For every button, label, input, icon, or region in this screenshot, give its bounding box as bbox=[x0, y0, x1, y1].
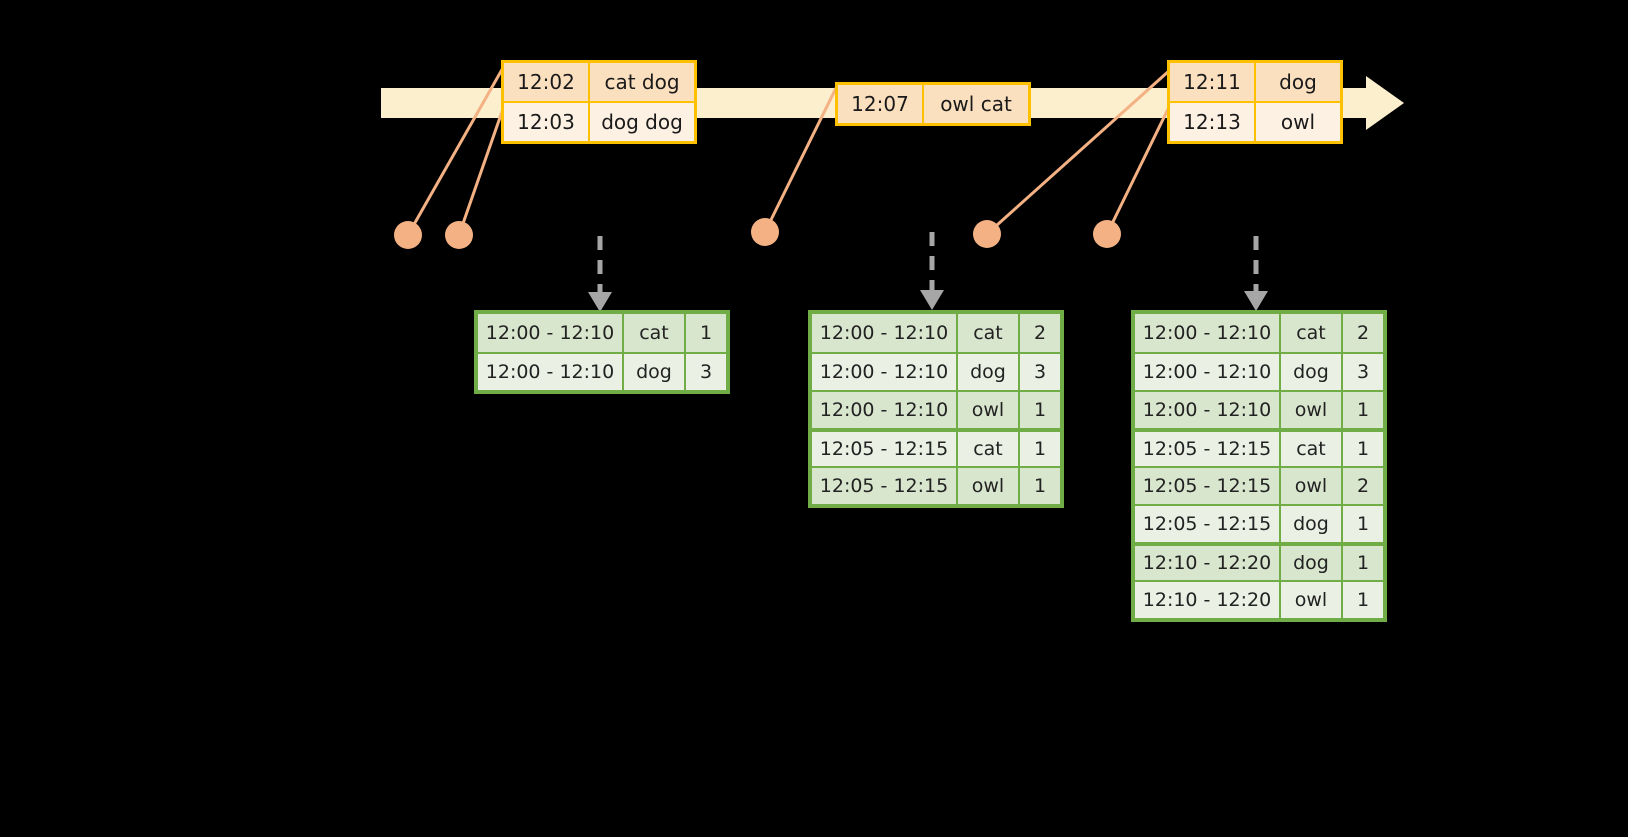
dashed-arrow-3 bbox=[1244, 236, 1268, 311]
cell-count: 1 bbox=[1020, 468, 1060, 504]
cell-word: dog bbox=[624, 354, 686, 390]
connector-line-1 bbox=[406, 65, 506, 236]
cell-word: owl bbox=[1281, 392, 1343, 428]
event-dot-1213 bbox=[1093, 220, 1121, 248]
table-row[interactable]: 12:00 - 12:10 dog 3 bbox=[478, 352, 726, 390]
cell-count: 1 bbox=[1343, 546, 1383, 580]
event-words: owl bbox=[1256, 103, 1340, 141]
event-words: dog bbox=[1256, 63, 1340, 101]
cell-count: 1 bbox=[1343, 392, 1383, 428]
cell-word: dog bbox=[1281, 506, 1343, 542]
cell-word: owl bbox=[1281, 468, 1343, 504]
table-row[interactable]: 12:05 - 12:15 cat 1 bbox=[1135, 428, 1383, 466]
cell-window: 12:00 - 12:10 bbox=[1135, 314, 1281, 352]
event-time: 12:07 bbox=[838, 85, 924, 123]
timeline-event-row[interactable]: 12:03 dog dog bbox=[504, 101, 694, 141]
table-row[interactable]: 12:10 - 12:20 owl 1 bbox=[1135, 580, 1383, 618]
cell-window: 12:05 - 12:15 bbox=[1135, 506, 1281, 542]
timeline-event-row[interactable]: 12:11 dog bbox=[1170, 63, 1340, 101]
cell-window: 12:10 - 12:20 bbox=[1135, 582, 1281, 618]
cell-word: cat bbox=[958, 314, 1020, 352]
cell-word: cat bbox=[1281, 432, 1343, 466]
cell-count: 3 bbox=[1343, 354, 1383, 390]
table-row[interactable]: 12:00 - 12:10 cat 2 bbox=[812, 314, 1060, 352]
event-time: 12:11 bbox=[1170, 63, 1256, 101]
connector-line-2 bbox=[457, 105, 506, 236]
cell-window: 12:00 - 12:10 bbox=[812, 392, 958, 428]
cell-window: 12:00 - 12:10 bbox=[1135, 392, 1281, 428]
cell-count: 1 bbox=[1020, 432, 1060, 466]
cell-window: 12:10 - 12:20 bbox=[1135, 546, 1281, 580]
cell-count: 1 bbox=[1343, 582, 1383, 618]
table-row[interactable]: 12:05 - 12:15 owl 2 bbox=[1135, 466, 1383, 504]
table-row[interactable]: 12:00 - 12:10 owl 1 bbox=[1135, 390, 1383, 428]
event-dot-1202 bbox=[394, 221, 422, 249]
connector-line-3 bbox=[763, 83, 840, 233]
connector-line-5 bbox=[1105, 104, 1172, 235]
event-words: owl cat bbox=[924, 85, 1028, 123]
cell-window: 12:05 - 12:15 bbox=[1135, 432, 1281, 466]
cell-window: 12:05 - 12:15 bbox=[812, 468, 958, 504]
table-row[interactable]: 12:10 - 12:20 dog 1 bbox=[1135, 542, 1383, 580]
timeline-event-row[interactable]: 12:13 owl bbox=[1170, 101, 1340, 141]
cell-word: owl bbox=[958, 392, 1020, 428]
cell-word: owl bbox=[958, 468, 1020, 504]
timeline-arrowhead bbox=[1366, 76, 1404, 130]
table-row[interactable]: 12:05 - 12:15 owl 1 bbox=[812, 466, 1060, 504]
result-table-2[interactable]: 12:00 - 12:10 cat 2 12:00 - 12:10 dog 3 … bbox=[808, 310, 1064, 508]
event-dot-1203 bbox=[445, 221, 473, 249]
table-row[interactable]: 12:00 - 12:10 cat 2 bbox=[1135, 314, 1383, 352]
cell-count: 1 bbox=[1020, 392, 1060, 428]
cell-count: 1 bbox=[1343, 432, 1383, 466]
event-time: 12:02 bbox=[504, 63, 590, 101]
cell-window: 12:00 - 12:10 bbox=[1135, 354, 1281, 390]
event-time: 12:03 bbox=[504, 103, 590, 141]
table-row[interactable]: 12:00 - 12:10 dog 3 bbox=[1135, 352, 1383, 390]
timeline-event-group-3[interactable]: 12:11 dog 12:13 owl bbox=[1167, 60, 1343, 144]
cell-word: dog bbox=[958, 354, 1020, 390]
table-row[interactable]: 12:05 - 12:15 dog 1 bbox=[1135, 504, 1383, 542]
event-words: cat dog bbox=[590, 63, 694, 101]
cell-window: 12:05 - 12:15 bbox=[1135, 468, 1281, 504]
dashed-arrow-1 bbox=[588, 236, 612, 312]
cell-count: 3 bbox=[686, 354, 726, 390]
cell-window: 12:00 - 12:10 bbox=[812, 314, 958, 352]
result-table-3[interactable]: 12:00 - 12:10 cat 2 12:00 - 12:10 dog 3 … bbox=[1131, 310, 1387, 622]
timeline-event-row[interactable]: 12:07 owl cat bbox=[838, 85, 1028, 123]
result-table-1[interactable]: 12:00 - 12:10 cat 1 12:00 - 12:10 dog 3 bbox=[474, 310, 730, 394]
cell-count: 1 bbox=[686, 314, 726, 352]
dashed-arrow-2 bbox=[920, 232, 944, 310]
table-row[interactable]: 12:00 - 12:10 cat 1 bbox=[478, 314, 726, 352]
cell-word: cat bbox=[1281, 314, 1343, 352]
cell-window: 12:00 - 12:10 bbox=[812, 354, 958, 390]
cell-window: 12:00 - 12:10 bbox=[478, 314, 624, 352]
event-time: 12:13 bbox=[1170, 103, 1256, 141]
event-words: dog dog bbox=[590, 103, 694, 141]
timeline-event-row[interactable]: 12:02 cat dog bbox=[504, 63, 694, 101]
cell-count: 1 bbox=[1343, 506, 1383, 542]
table-row[interactable]: 12:05 - 12:15 cat 1 bbox=[812, 428, 1060, 466]
event-dot-1211 bbox=[973, 220, 1001, 248]
cell-word: cat bbox=[624, 314, 686, 352]
cell-window: 12:05 - 12:15 bbox=[812, 432, 958, 466]
cell-count: 2 bbox=[1343, 314, 1383, 352]
cell-count: 2 bbox=[1343, 468, 1383, 504]
cell-word: dog bbox=[1281, 546, 1343, 580]
cell-word: dog bbox=[1281, 354, 1343, 390]
cell-window: 12:00 - 12:10 bbox=[478, 354, 624, 390]
cell-count: 2 bbox=[1020, 314, 1060, 352]
cell-word: owl bbox=[1281, 582, 1343, 618]
timeline-event-group-2[interactable]: 12:07 owl cat bbox=[835, 82, 1031, 126]
cell-word: cat bbox=[958, 432, 1020, 466]
table-row[interactable]: 12:00 - 12:10 dog 3 bbox=[812, 352, 1060, 390]
table-row[interactable]: 12:00 - 12:10 owl 1 bbox=[812, 390, 1060, 428]
cell-count: 3 bbox=[1020, 354, 1060, 390]
timeline-event-group-1[interactable]: 12:02 cat dog 12:03 dog dog bbox=[501, 60, 697, 144]
event-dot-1207 bbox=[751, 218, 779, 246]
